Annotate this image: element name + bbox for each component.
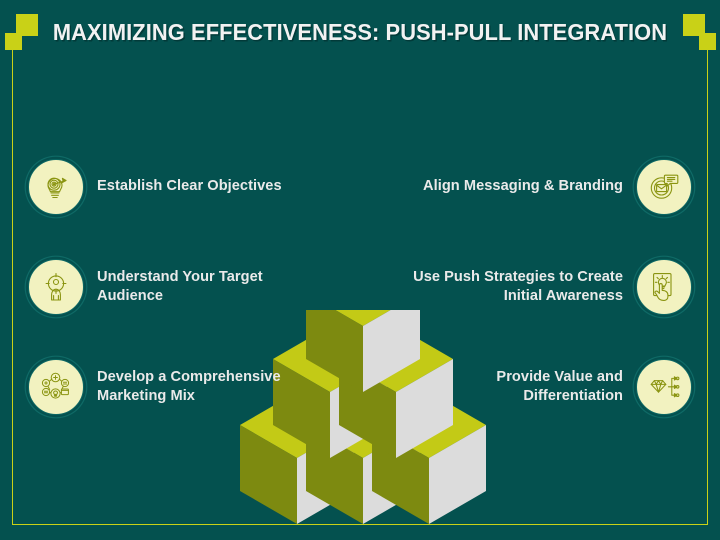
right-items-column: Align Messaging & Branding Use Push Stra…	[392, 155, 692, 455]
marketing-mix-network-icon	[28, 359, 84, 415]
decor-square-top-right-large	[683, 14, 705, 36]
list-item-label: Develop a Comprehensive Marketing Mix	[97, 368, 281, 404]
hand-lightbulb-card-icon	[636, 259, 692, 315]
left-items-column: Establish Clear Objectives Understand Yo…	[28, 155, 328, 455]
list-item-label: Use Push Strategies to Create Initial Aw…	[413, 268, 623, 304]
list-item-label: Provide Value and Differentiation	[496, 368, 623, 404]
list-item[interactable]: Develop a Comprehensive Marketing Mix	[28, 355, 328, 419]
list-item[interactable]: Understand Your Target Audience	[28, 255, 328, 319]
list-item-label: Understand Your Target Audience	[97, 268, 263, 304]
list-item-label: Establish Clear Objectives	[97, 178, 282, 195]
decor-square-top-left-small	[5, 33, 22, 50]
slide-title: MAXIMIZING EFFECTIVENESS: PUSH-PULL INTE…	[52, 19, 668, 45]
list-item[interactable]: Use Push Strategies to Create Initial Aw…	[392, 255, 692, 319]
lightbulb-target-icon	[28, 159, 84, 215]
decor-square-top-right-small	[699, 33, 716, 50]
list-item[interactable]: Establish Clear Objectives	[28, 155, 328, 219]
list-item[interactable]: Align Messaging & Branding	[392, 155, 692, 219]
person-crosshair-icon	[28, 259, 84, 315]
decor-square-top-left-large	[16, 14, 38, 36]
envelope-speech-bubble-icon	[636, 159, 692, 215]
list-item-label: Align Messaging & Branding	[423, 178, 623, 195]
diamond-branching-arrows-icon	[636, 359, 692, 415]
list-item[interactable]: Provide Value and Differentiation	[392, 355, 692, 419]
